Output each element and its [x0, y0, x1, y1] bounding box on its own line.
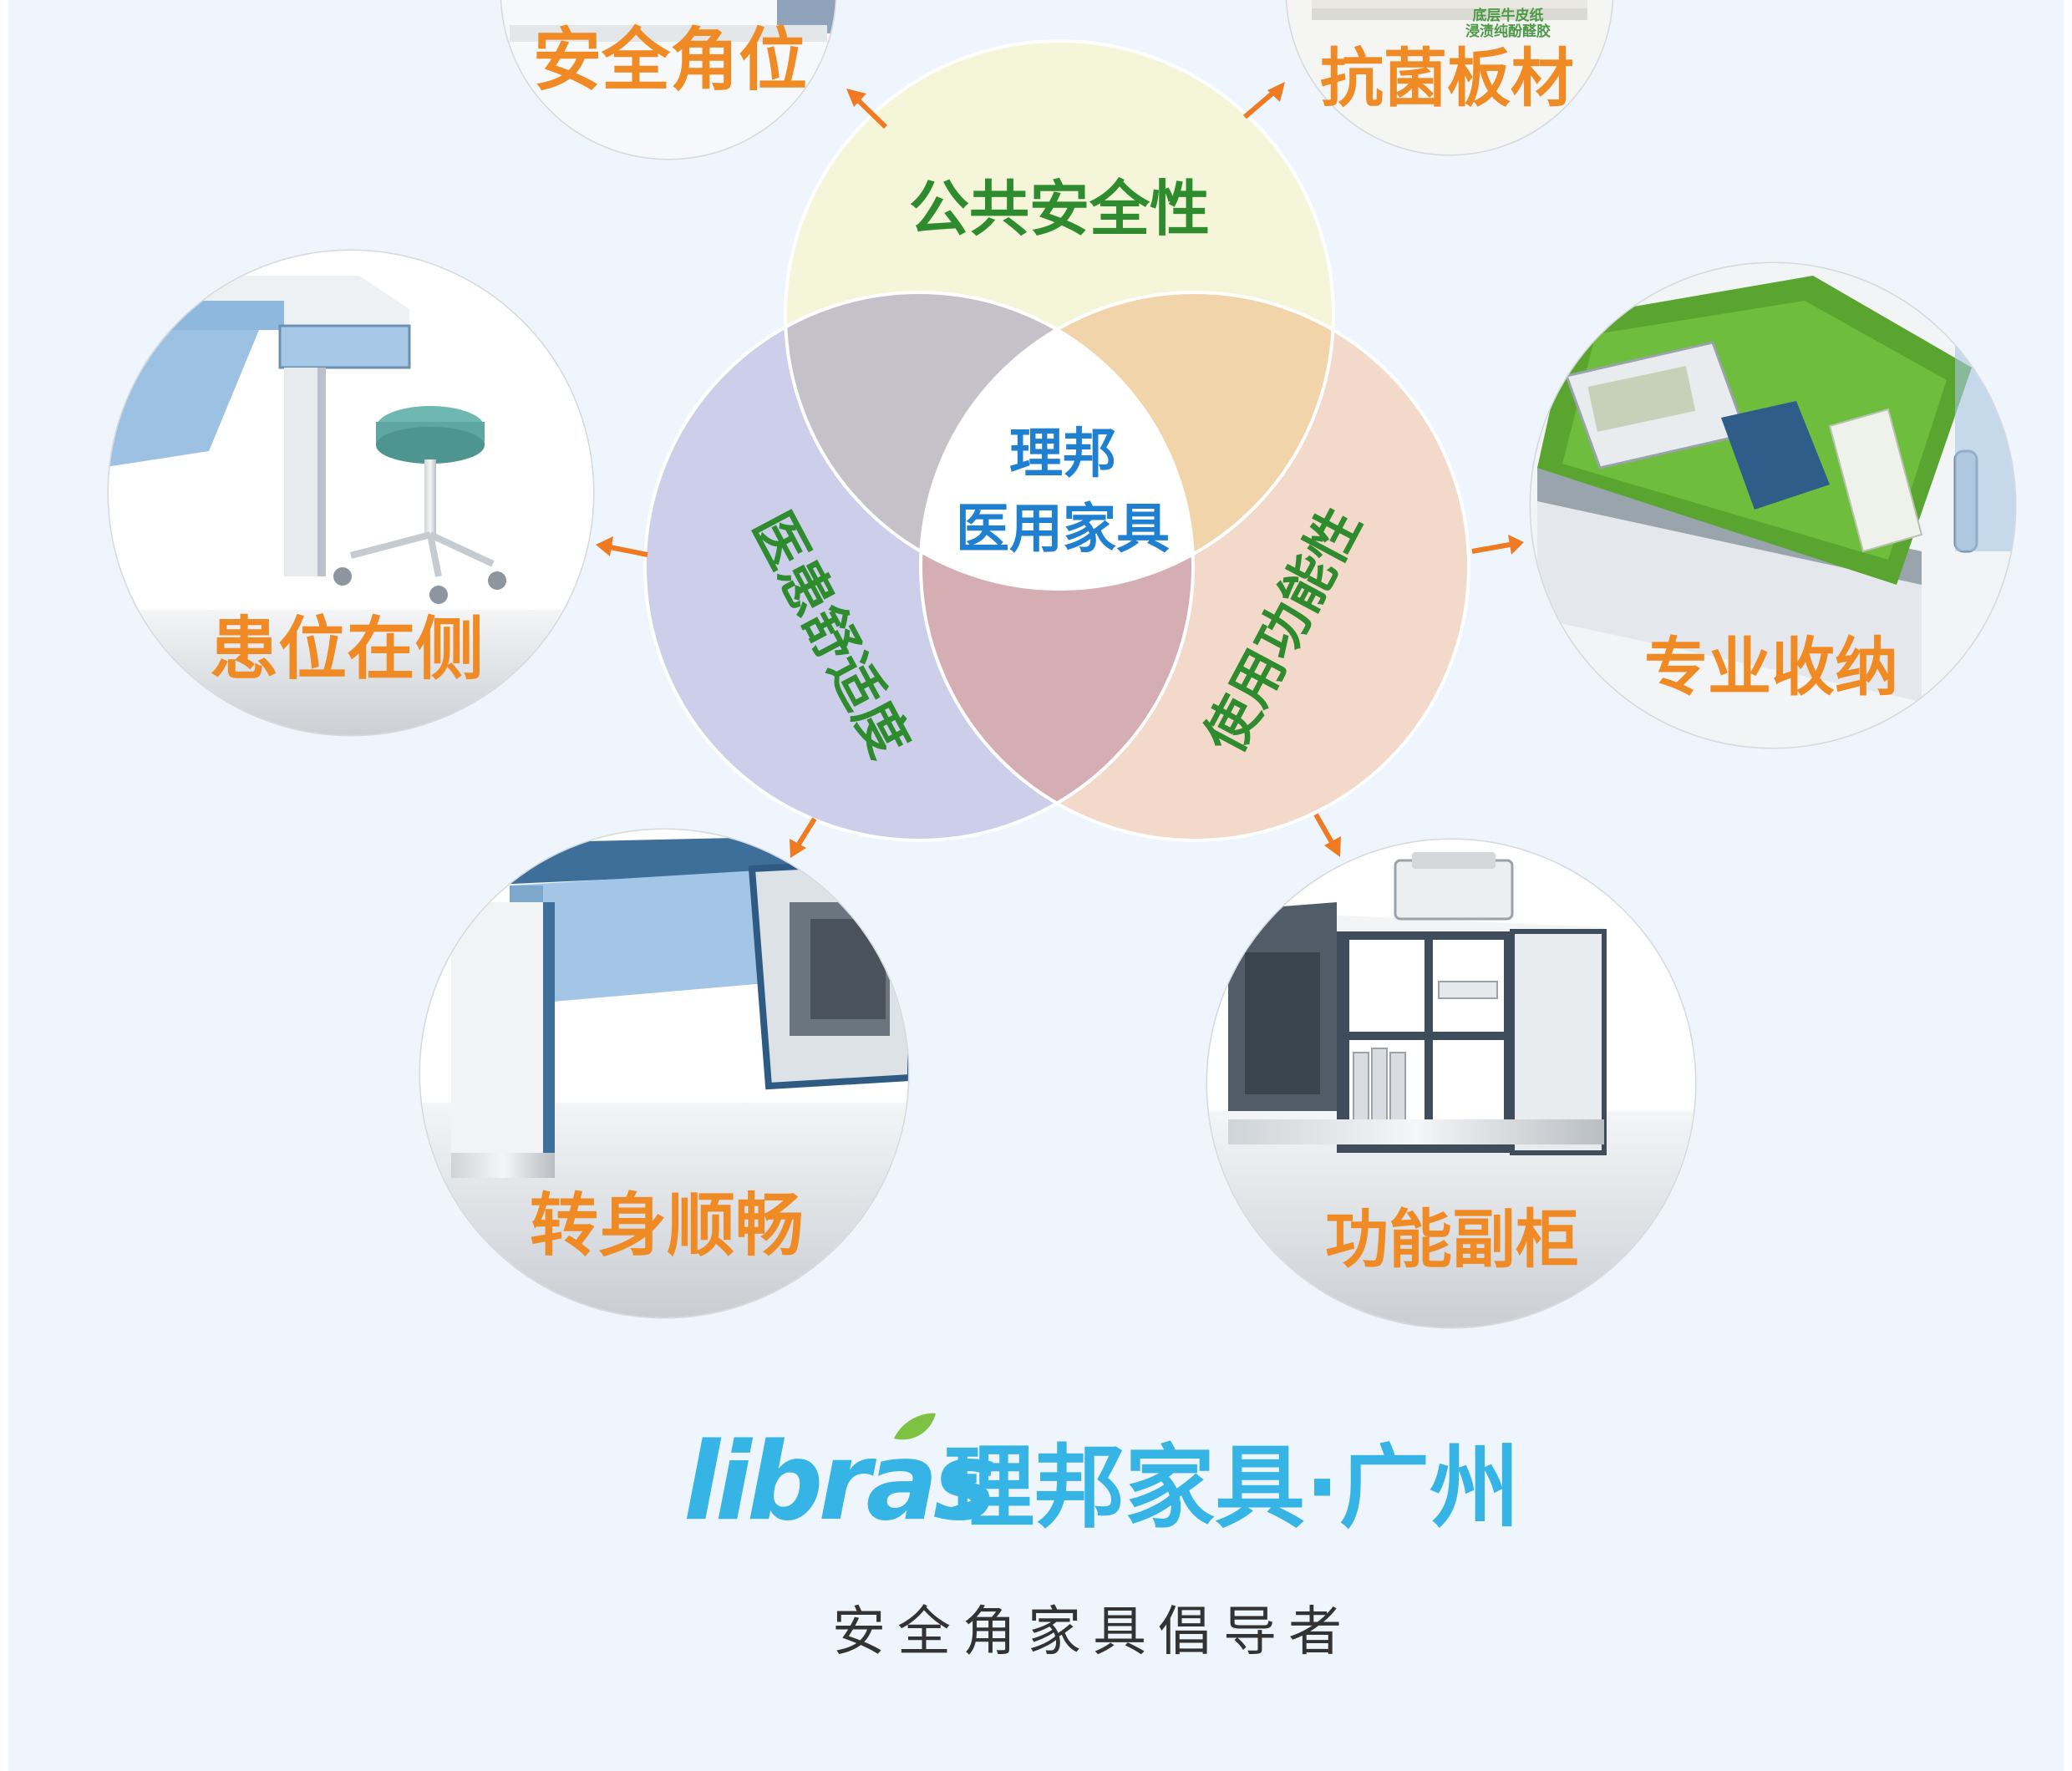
venn-center-line1: 理邦 — [1009, 424, 1116, 485]
connector-arrows — [596, 82, 1524, 858]
feature-label-safety-corner: 安全角位 — [533, 21, 807, 100]
feature-photo-safety-corner — [500, 0, 837, 160]
leaf-icon — [894, 1413, 936, 1440]
feature-photo-drawer-organizer — [1529, 261, 2017, 749]
feature-label-desk-leg-space: 转身顺畅 — [530, 1186, 804, 1266]
venn-center-line2: 医用家具 — [956, 499, 1170, 561]
board-sub-label-line2: 浸渍纯酚醛胶 — [1465, 23, 1551, 40]
brand-logo-text: libras — [683, 1420, 993, 1545]
venn-center — [921, 292, 1193, 589]
brand-logo: libras 理邦家具·广州 — [683, 1413, 1520, 1545]
infographic: 公共安全性 医患舒适度 使用功能性 理邦 医用家具 安全角位 抗菌板材 患位在侧… — [107, 0, 2017, 1663]
feature-label-side-cabinet: 功能副柜 — [1325, 1202, 1579, 1276]
page-background: 公共安全性 医患舒适度 使用功能性 理邦 医用家具 安全角位 抗菌板材 患位在侧… — [8, 0, 2064, 1771]
feature-photo-side-cabinet-printer — [1206, 838, 1697, 1329]
feature-label-drawer-organizer: 专业收纳 — [1644, 630, 1898, 704]
board-sub-label-line1: 底层牛皮纸 — [1473, 7, 1544, 24]
feature-label-antibacterial-board: 抗菌板材 — [1320, 41, 1574, 115]
feature-label-desk-with-stool: 患位在侧 — [210, 610, 484, 689]
venn-diagram: 公共安全性 医患舒适度 使用功能性 理邦 医用家具 — [643, 39, 1470, 842]
brand-tagline: 安全角家具倡导者 — [832, 1601, 1353, 1663]
feature-photo-desk-with-stool — [107, 249, 595, 737]
brand-name: 理邦家具·广州 — [944, 1436, 1520, 1540]
venn-label-public-safety: 公共安全性 — [909, 174, 1210, 244]
